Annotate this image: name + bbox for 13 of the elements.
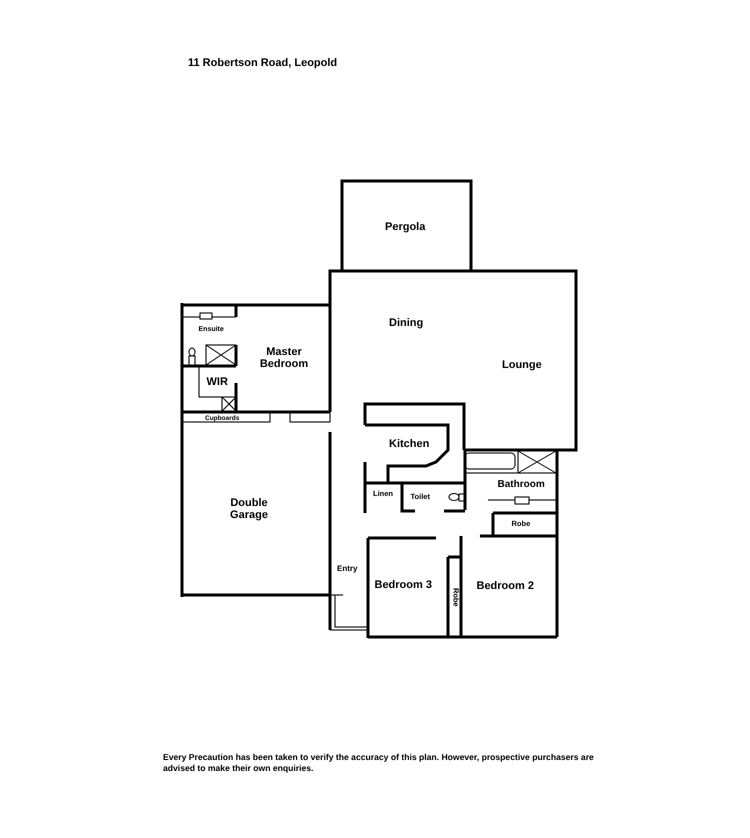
room-label: WIR bbox=[206, 376, 228, 388]
room-label: Master Bedroom bbox=[258, 346, 310, 371]
room-label: Kitchen bbox=[389, 438, 430, 450]
room-label: Bedroom 3 bbox=[374, 578, 432, 592]
room-label: Entry bbox=[337, 564, 358, 573]
plan-title: 11 Robertson Road, Leopold bbox=[188, 57, 338, 69]
room-label: Bedroom 2 bbox=[476, 580, 534, 592]
room-label: Double Garage bbox=[229, 496, 269, 522]
room-label: Dining bbox=[389, 316, 424, 330]
disclaimer-text: Every Precaution has been taken to verify the accuracy of this plan. However, prospective purchasers are advised to make their own enquiries. bbox=[163, 752, 595, 774]
room-label: Lounge bbox=[502, 358, 542, 372]
room-label: Bathroom bbox=[498, 479, 545, 490]
room-label: Pergola bbox=[385, 220, 426, 234]
